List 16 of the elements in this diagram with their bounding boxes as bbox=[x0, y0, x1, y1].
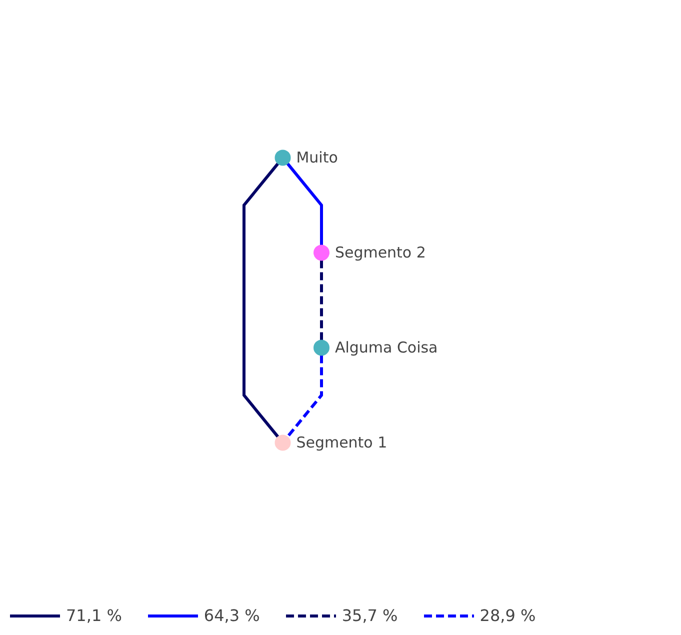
connector-line bbox=[286, 162, 323, 245]
circle-node bbox=[313, 338, 438, 356]
node-label: Segmento 1 bbox=[296, 434, 387, 452]
node-label: Muito bbox=[296, 148, 338, 166]
circle-node bbox=[313, 244, 426, 262]
node-label: Alguma Coisa bbox=[334, 338, 438, 356]
legend-text: 64,3 % bbox=[204, 606, 260, 625]
circle-node bbox=[274, 148, 338, 166]
connector-line bbox=[242, 162, 279, 438]
legend-text: 35,7 % bbox=[342, 606, 398, 625]
node-label: Segmento 2 bbox=[334, 244, 426, 262]
connector-line bbox=[286, 355, 323, 438]
circle-node bbox=[274, 434, 387, 452]
legend-text: 71,1 % bbox=[66, 606, 122, 625]
legend-text: 28,9 % bbox=[480, 606, 536, 625]
connector-line bbox=[320, 260, 323, 340]
